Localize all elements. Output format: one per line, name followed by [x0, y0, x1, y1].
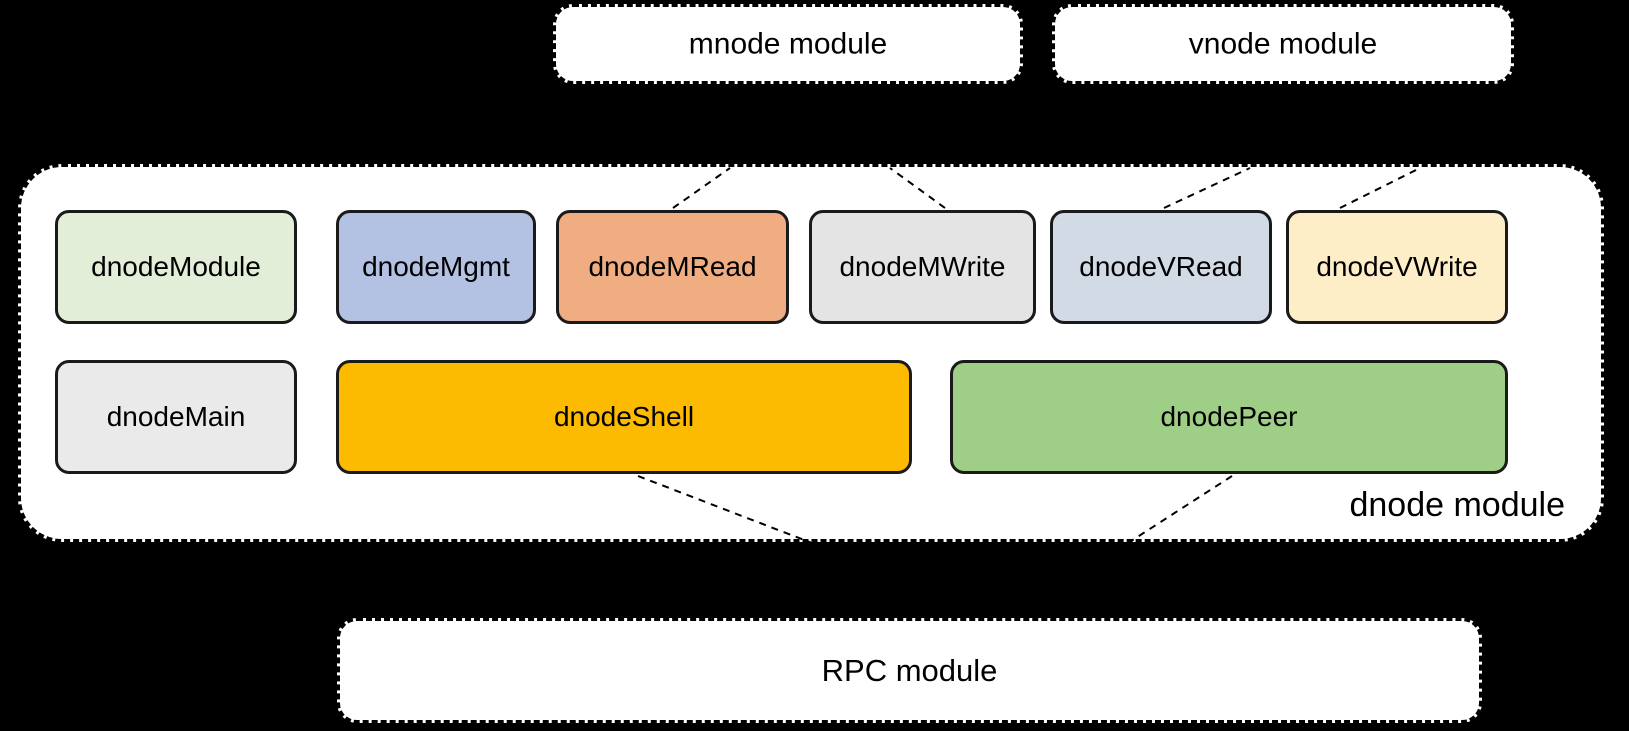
node-label-dnodemgmt: dnodeMgmt	[362, 250, 510, 282]
module-label-dnode: dnode module	[1349, 486, 1565, 524]
node-label-dnodepeer: dnodePeer	[1160, 400, 1298, 432]
node-dnodemread[interactable]: dnodeMRead	[556, 210, 789, 324]
module-box-vnode[interactable]: vnode module	[1052, 4, 1514, 84]
node-label-dnodeshell: dnodeShell	[553, 400, 695, 432]
node-label-dnodemread: dnodeMRead	[588, 250, 757, 282]
node-dnodevwrite[interactable]: dnodeVWrite	[1286, 210, 1508, 324]
node-label-dnodevwrite: dnodeVWrite	[1316, 250, 1478, 282]
node-label-dnodemwrite: dnodeMWrite	[839, 250, 1006, 282]
node-dnodeshell[interactable]: dnodeShell	[336, 360, 912, 474]
module-label-vnode: vnode module	[1188, 27, 1378, 61]
node-dnodemgmt[interactable]: dnodeMgmt	[336, 210, 536, 324]
module-box-rpc[interactable]: RPC module	[337, 618, 1482, 723]
node-dnodemain[interactable]: dnodeMain	[55, 360, 297, 474]
module-label-rpc: RPC module	[821, 652, 998, 688]
node-dnodepeer[interactable]: dnodePeer	[950, 360, 1508, 474]
node-label-dnodevread: dnodeVRead	[1079, 250, 1243, 282]
module-box-mnode[interactable]: mnode module	[553, 4, 1023, 84]
node-label-dnodemodule: dnodeModule	[91, 250, 261, 282]
node-dnodemodule[interactable]: dnodeModule	[55, 210, 297, 324]
module-label-mnode: mnode module	[688, 27, 888, 61]
node-dnodevread[interactable]: dnodeVRead	[1050, 210, 1272, 324]
node-dnodemwrite[interactable]: dnodeMWrite	[809, 210, 1036, 324]
node-label-dnodemain: dnodeMain	[106, 400, 246, 432]
